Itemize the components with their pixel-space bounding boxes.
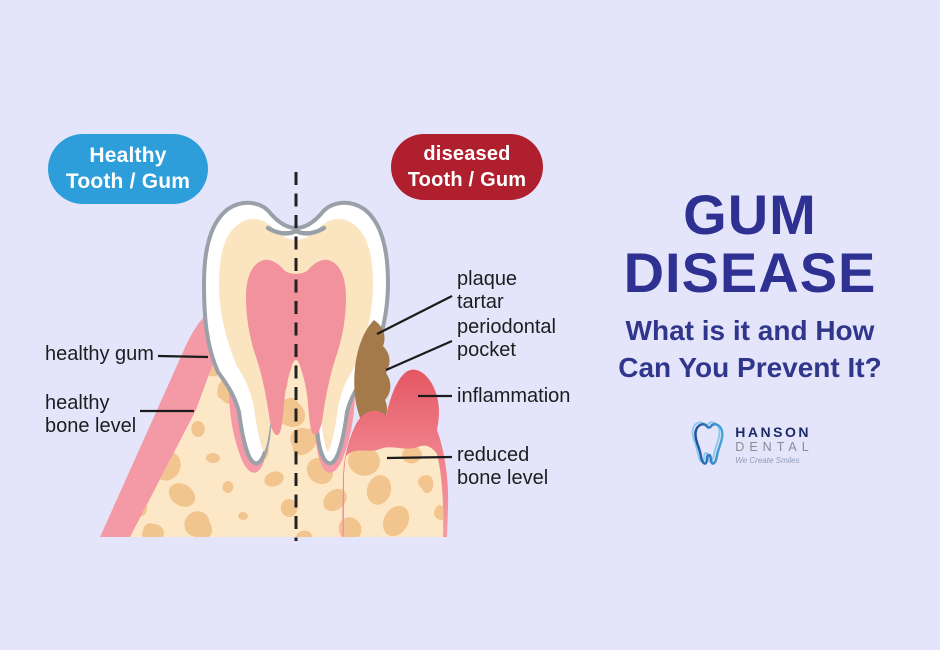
page-subtitle-line1: What is it and How — [625, 315, 875, 346]
bone-blob — [222, 481, 234, 493]
pointer-lines — [140, 295, 453, 460]
bone-blob — [344, 517, 362, 537]
bone-blob — [434, 505, 444, 521]
label-periodontal-pocket: periodontal pocket — [457, 316, 556, 361]
page-title-line1: GUM — [683, 183, 817, 246]
bone-blob — [382, 505, 410, 537]
hanson-dental-logo: HANSON DENTAL We Create Smiles — [580, 419, 920, 471]
bone-blob — [115, 372, 129, 386]
logo-field: DENTAL — [735, 440, 814, 454]
bone-blob — [115, 372, 129, 386]
healthy-badge-line2: Tooth / Gum — [65, 170, 191, 193]
page-subtitle: What is it and How Can You Prevent It? — [580, 312, 920, 386]
label-reduced-bone-level: reduced bone level — [457, 444, 549, 489]
label-healthy-bone-level: healthy bone level — [45, 392, 137, 437]
bone-blob — [238, 512, 248, 520]
bone-blob — [296, 530, 312, 537]
bone-blob — [280, 499, 298, 517]
bone-blob — [206, 452, 220, 464]
tooth-groove — [265, 225, 327, 236]
label-plaque-tartar: plaque tartar — [457, 268, 518, 313]
diseased-badge-line1: diseased — [423, 143, 511, 165]
bone-blob — [420, 475, 434, 493]
diseased-badge: diseased Tooth / Gum — [391, 134, 543, 200]
page-title: GUM DISEASE — [580, 186, 920, 302]
bone-blob — [361, 457, 371, 469]
logo-text: HANSON DENTAL We Create Smiles — [735, 424, 813, 466]
page-subtitle-line2: Can You Prevent It? — [618, 352, 882, 383]
bone-blob — [158, 363, 174, 375]
pointer-healthy-gum — [157, 354, 209, 359]
logo-tagline: We Create Smiles — [735, 456, 800, 465]
logo-name: HANSON — [735, 424, 811, 440]
bone-blob — [292, 428, 318, 456]
label-healthy-gum: healthy gum — [45, 343, 154, 365]
diseased-badge-line2: Tooth / Gum — [407, 169, 527, 191]
pointer-plaque-tartar — [376, 295, 453, 335]
healthy-badge: Healthy Tooth / Gum — [48, 134, 208, 204]
bone-blob — [323, 488, 345, 512]
tartar-shape — [354, 320, 391, 428]
bone-blob — [168, 483, 196, 507]
bone-blob — [402, 446, 422, 464]
bone-blob — [376, 487, 386, 497]
healthy-badge-line1: Healthy — [89, 144, 167, 167]
page-title-line2: DISEASE — [623, 241, 877, 304]
tooth-logo-main-stroke — [694, 423, 724, 465]
bone-blob — [185, 512, 213, 537]
pointer-reduced-bone — [386, 455, 453, 460]
pointer-periodontal-pocket — [385, 339, 453, 372]
bone-blob — [264, 471, 284, 487]
bone-texture-right — [115, 361, 444, 537]
label-inflammation: inflammation — [457, 385, 571, 407]
bone-blob — [191, 421, 205, 437]
bone-blob — [157, 361, 176, 377]
bone-blob — [142, 523, 164, 537]
tooth-logo-icon — [692, 421, 724, 465]
